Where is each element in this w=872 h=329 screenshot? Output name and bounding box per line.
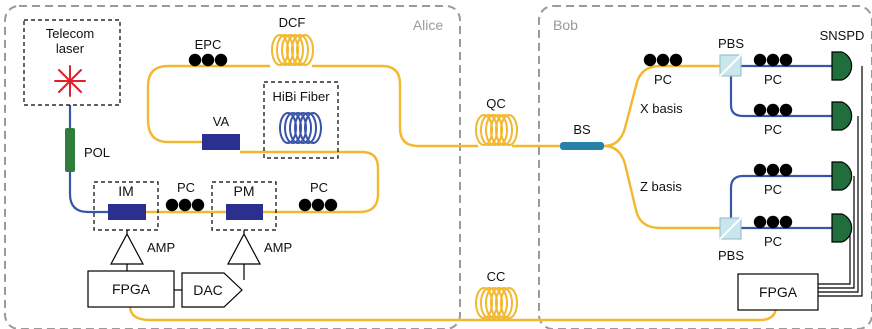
snspd-detector-4-icon bbox=[831, 213, 853, 243]
bob-fpga bbox=[737, 273, 819, 311]
qc-coil-icon bbox=[475, 114, 518, 146]
pc2-paddles bbox=[298, 198, 338, 212]
pc-bob-det3-paddles bbox=[753, 163, 793, 177]
hibi-fiber-box bbox=[263, 81, 339, 159]
alice-fpga bbox=[87, 270, 175, 308]
dcf-label: DCF bbox=[279, 15, 306, 30]
pm-label: PM bbox=[234, 183, 255, 199]
va-label: VA bbox=[213, 114, 230, 129]
amp1-triangle bbox=[110, 230, 144, 271]
epc-paddles bbox=[188, 53, 228, 67]
dac-label: DAC bbox=[193, 282, 223, 298]
alice-fpga-label: FPGA bbox=[112, 281, 151, 297]
fiber-pol-to-im bbox=[68, 172, 108, 214]
bs-label: BS bbox=[573, 122, 591, 137]
snspd-label: SNSPD bbox=[820, 28, 865, 43]
qc-label: QC bbox=[486, 96, 506, 111]
laser-label-line1: Telecom bbox=[46, 26, 94, 41]
cc-coil-icon bbox=[475, 287, 518, 319]
hibi-coil-icon bbox=[279, 112, 322, 144]
pc-bob-det2-label: PC bbox=[764, 122, 782, 137]
x-basis-label: X basis bbox=[640, 101, 683, 116]
pbs-top-label: PBS bbox=[718, 36, 744, 51]
cc-label: CC bbox=[487, 269, 506, 284]
pbs-bottom bbox=[719, 217, 742, 240]
pc-bob-x-label: PC bbox=[654, 72, 672, 87]
snspd-detector-1-icon bbox=[831, 51, 853, 81]
pc-bob-det4-label: PC bbox=[764, 234, 782, 249]
pc1-label: PC bbox=[177, 180, 195, 195]
dcf-coil-icon bbox=[271, 34, 314, 66]
laser-label-line2: laser bbox=[56, 41, 85, 56]
snspd-detector-2-icon bbox=[831, 101, 853, 131]
pbs-bottom-label: PBS bbox=[718, 248, 744, 263]
pol-label: POL bbox=[84, 145, 110, 160]
fiber-bs-to-pbs-bottom bbox=[603, 144, 720, 230]
phase-modulator bbox=[226, 204, 263, 220]
amp2-label: AMP bbox=[264, 240, 292, 255]
bob-label: Bob bbox=[553, 17, 578, 33]
laser-star-icon bbox=[54, 65, 86, 97]
alice-label: Alice bbox=[413, 17, 444, 33]
intensity-modulator bbox=[108, 204, 146, 220]
pc-bob-det2-paddles bbox=[753, 103, 793, 117]
fiber-pbs-bottom-out2 bbox=[729, 174, 832, 218]
fiber-dcf-to-qc bbox=[312, 64, 478, 148]
amp1-label: AMP bbox=[147, 240, 175, 255]
variable-attenuator bbox=[202, 134, 240, 150]
im-box bbox=[93, 181, 159, 231]
im-label: IM bbox=[118, 183, 134, 199]
dac bbox=[181, 272, 243, 308]
pc-bob-det3-label: PC bbox=[764, 182, 782, 197]
amp2-triangle bbox=[227, 230, 261, 280]
fiber-pm-out-loop bbox=[240, 150, 380, 214]
alice-region bbox=[4, 5, 461, 329]
polarizer bbox=[65, 128, 75, 172]
hibi-label: HiBi Fiber bbox=[272, 89, 330, 104]
fiber-pbs-top-out2 bbox=[729, 76, 832, 118]
snspd-detector-3-icon bbox=[831, 161, 853, 191]
pc-bob-det1-paddles bbox=[753, 53, 793, 67]
bob-fpga-label: FPGA bbox=[759, 284, 798, 300]
fiber-va-to-epc bbox=[146, 64, 270, 144]
pc-bob-det4-paddles bbox=[753, 215, 793, 229]
pc1-paddles bbox=[165, 198, 205, 212]
pc2-label: PC bbox=[310, 180, 328, 195]
pbs-top bbox=[719, 54, 742, 77]
fiber-bs-to-pbs-top bbox=[603, 64, 720, 148]
fiber-cc bbox=[128, 305, 778, 322]
beam-splitter bbox=[560, 142, 604, 150]
bob-region bbox=[538, 5, 872, 329]
detector-wires bbox=[818, 66, 863, 297]
pc-bob-x-paddles bbox=[643, 53, 683, 67]
epc-label: EPC bbox=[195, 37, 222, 52]
z-basis-label: Z basis bbox=[640, 179, 682, 194]
pc-bob-det1-label: PC bbox=[764, 72, 782, 87]
